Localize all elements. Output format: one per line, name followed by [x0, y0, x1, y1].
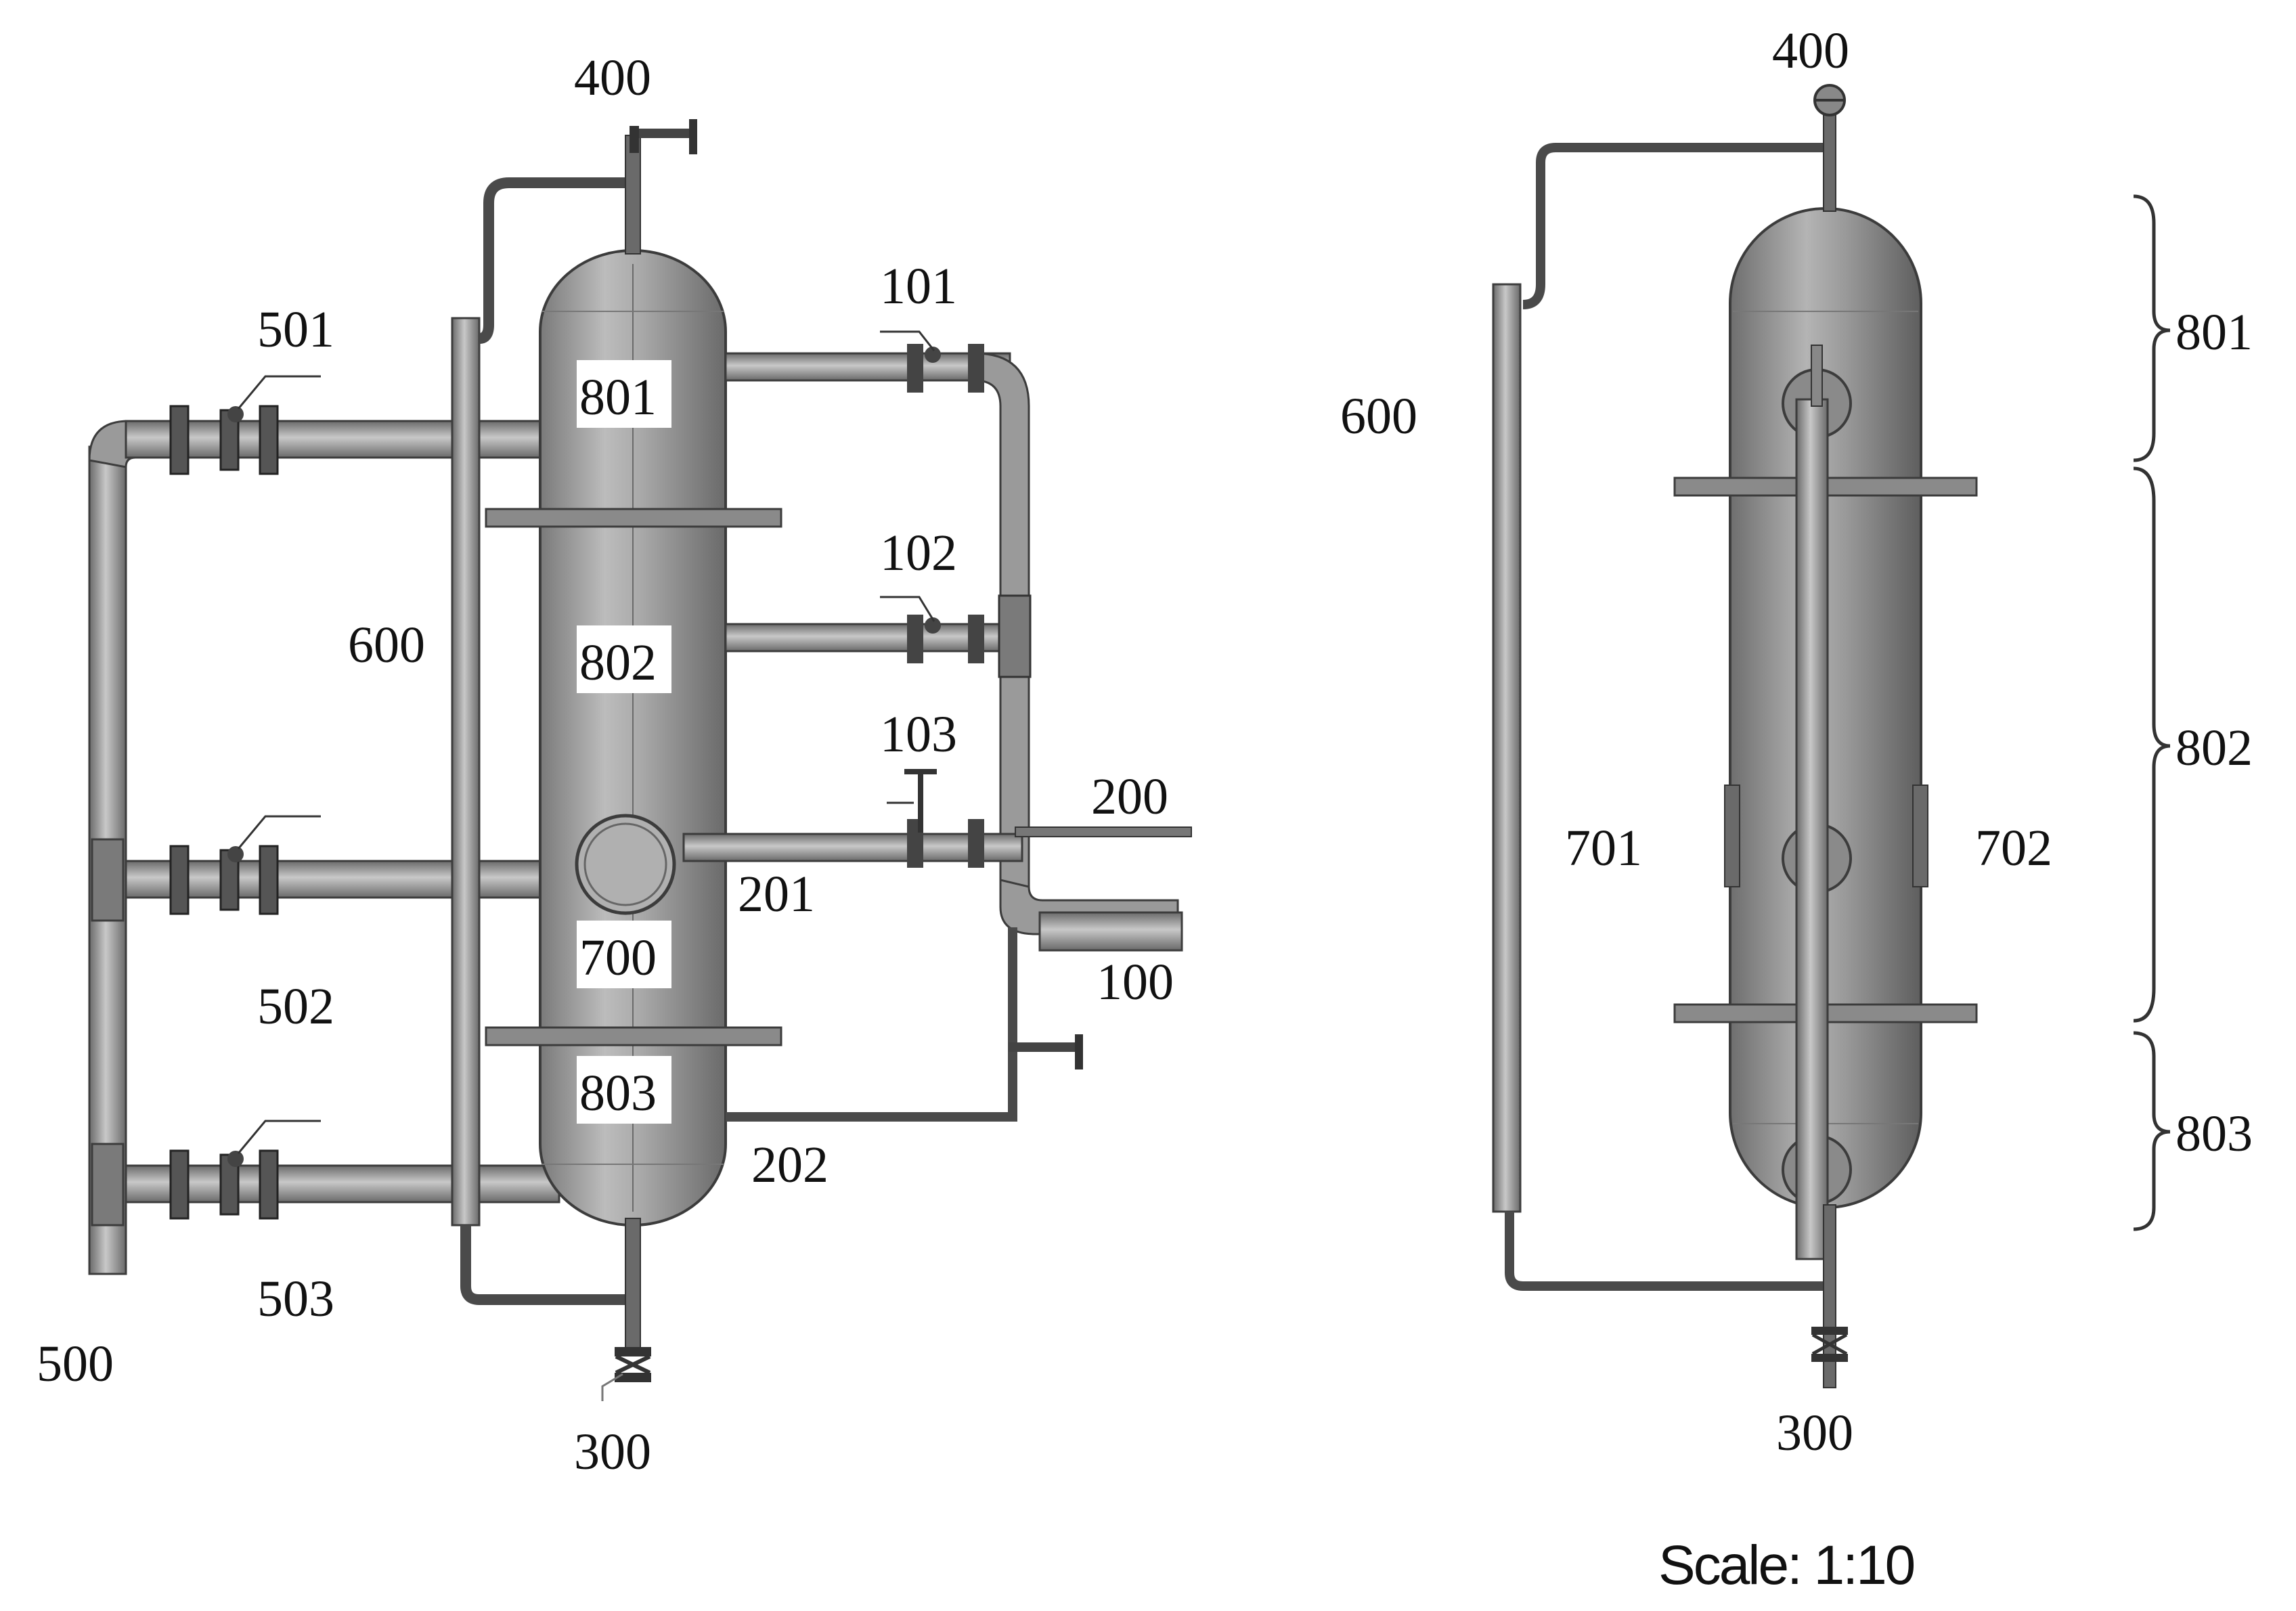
side-label-400: 400 — [1772, 22, 1849, 79]
side-level-gauge — [1492, 143, 1830, 1291]
label-100: 100 — [1097, 954, 1174, 1011]
side-label-300: 300 — [1776, 1405, 1853, 1461]
label-102: 102 — [880, 525, 957, 581]
front-labels: 400 501 101 801 102 600 802 103 200 201 … — [37, 49, 1174, 1480]
side-labels: 400 600 801 802 803 701 702 300 — [1340, 22, 2253, 1461]
side-top-400 — [1813, 84, 1846, 212]
side-label-702: 702 — [1975, 820, 2052, 877]
label-803: 803 — [579, 1065, 657, 1122]
label-700: 700 — [579, 929, 657, 986]
label-202: 202 — [751, 1136, 829, 1193]
manifold-500 — [88, 420, 177, 1275]
label-103: 103 — [880, 706, 957, 763]
top-valve-400 — [625, 119, 697, 255]
vessel-side — [1673, 207, 1978, 1260]
label-200: 200 — [1091, 768, 1168, 825]
bottom-valve-300 — [601, 1218, 651, 1401]
front-view: 400 501 101 801 102 600 802 103 200 201 … — [37, 49, 1192, 1480]
label-802: 802 — [579, 634, 657, 691]
label-502: 502 — [257, 978, 334, 1035]
side-label-803: 803 — [2176, 1105, 2253, 1162]
label-503: 503 — [257, 1271, 334, 1327]
label-801: 801 — [579, 369, 657, 426]
label-400: 400 — [574, 49, 651, 106]
inlet-piping — [682, 330, 1192, 1122]
side-label-701: 701 — [1565, 820, 1642, 877]
side-bottom-300 — [1811, 1204, 1848, 1388]
label-600: 600 — [348, 617, 425, 674]
outlet-503 — [125, 1120, 560, 1220]
side-view: 400 600 801 802 803 701 702 300 Scale: 1… — [1340, 22, 2253, 1596]
side-label-802: 802 — [2176, 720, 2253, 776]
side-label-600: 600 — [1340, 388, 1417, 445]
label-101: 101 — [880, 258, 957, 315]
zone-braces — [2133, 194, 2171, 1231]
label-501: 501 — [257, 301, 334, 358]
outlet-502 — [125, 815, 547, 915]
scale-caption: Scale: 1:10 — [1658, 1535, 1914, 1596]
side-label-801: 801 — [2176, 304, 2253, 361]
gas-outlet-501 — [125, 375, 547, 475]
level-gauge-600 — [451, 177, 630, 1305]
label-500: 500 — [37, 1336, 114, 1392]
label-300: 300 — [574, 1424, 651, 1480]
label-201: 201 — [738, 866, 815, 923]
